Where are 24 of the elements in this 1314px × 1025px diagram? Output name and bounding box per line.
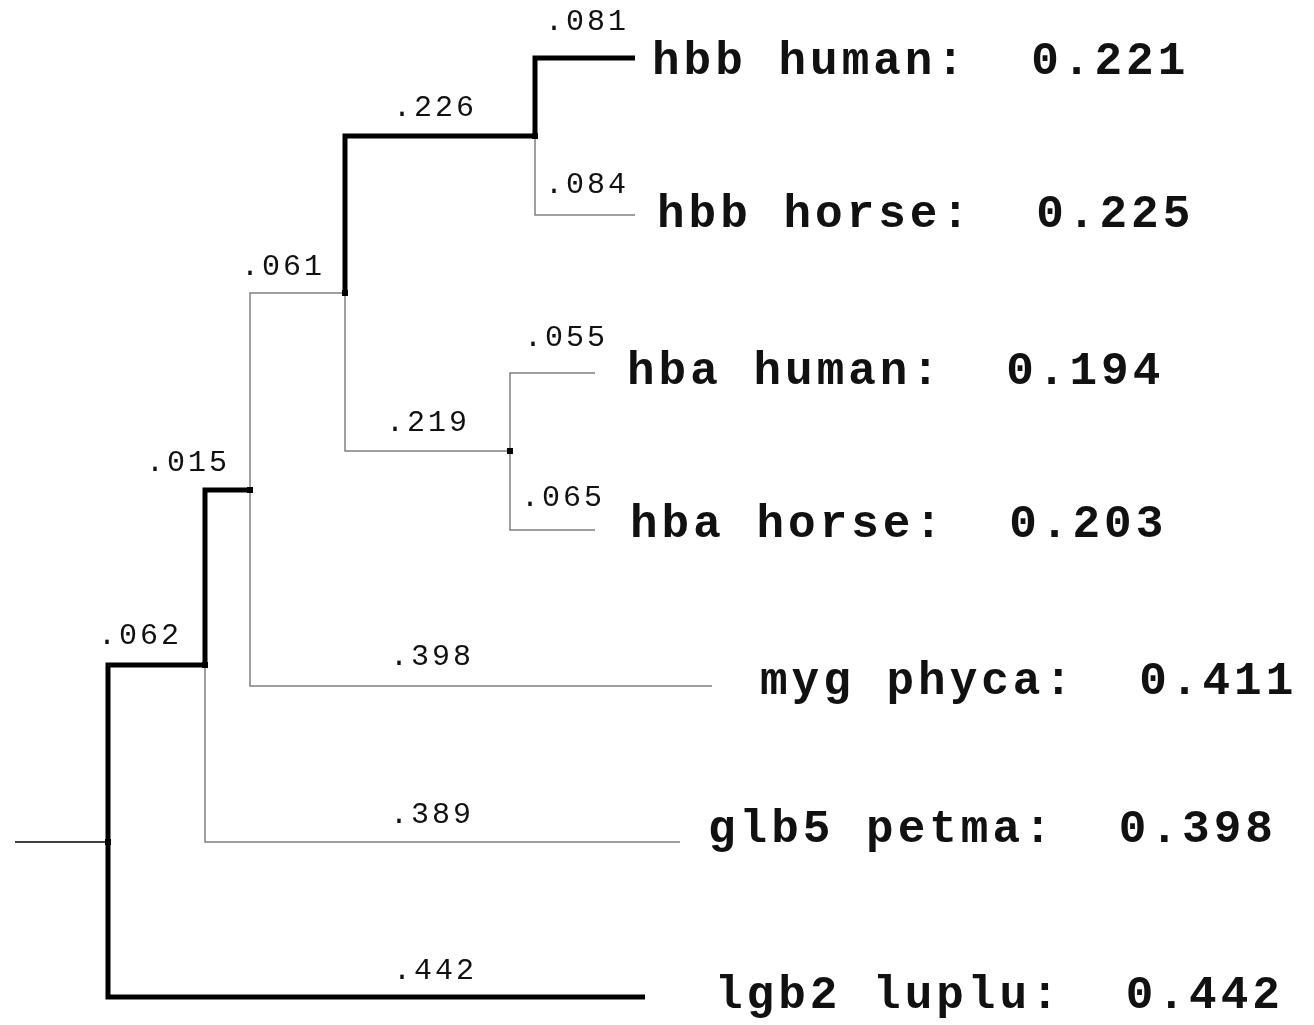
branch-point bbox=[342, 290, 348, 296]
leaf-label: hbb human: 0.221 bbox=[635, 36, 1190, 88]
branch-length-label: .389 bbox=[389, 800, 475, 830]
tree-branch bbox=[202, 487, 250, 665]
branch-length-label: .061 bbox=[240, 252, 326, 282]
tree-branch bbox=[532, 55, 635, 136]
tree-branch bbox=[342, 133, 535, 293]
branch-length-label: .398 bbox=[389, 642, 475, 672]
branch-length-label: .442 bbox=[392, 956, 478, 986]
leaf-label: lgb2 luplu: 0.442 bbox=[645, 970, 1284, 1022]
branch-point bbox=[247, 487, 253, 493]
branch-point bbox=[507, 448, 513, 454]
branch-length-label: .081 bbox=[544, 7, 630, 37]
leaf-label: hbb horse: 0.225 bbox=[635, 189, 1195, 241]
leaf-label: glb5 petma: 0.398 bbox=[680, 804, 1277, 856]
branch-length-label: .015 bbox=[145, 448, 231, 478]
tree-branch bbox=[105, 662, 205, 842]
branch-length-label: .226 bbox=[392, 93, 478, 123]
branch-length-label: .065 bbox=[520, 483, 606, 513]
branch-length-label: .062 bbox=[97, 621, 183, 651]
tree-branch bbox=[105, 842, 645, 1000]
branch-length-label: .219 bbox=[385, 408, 471, 438]
leaf-label: myg phyca: 0.411 bbox=[712, 656, 1298, 708]
branch-length-label: .084 bbox=[544, 170, 630, 200]
